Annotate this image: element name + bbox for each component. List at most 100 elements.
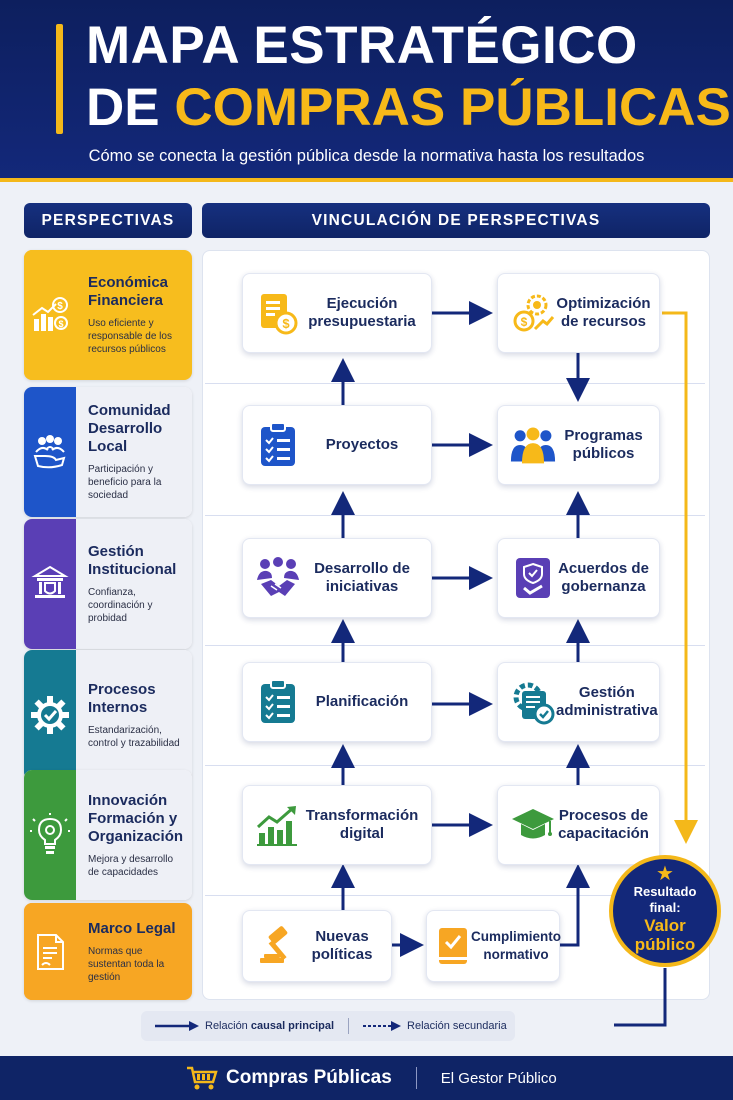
legend-secundaria-label: Relación secundaria [407,1020,507,1032]
legend: Relación causal principal Relación secun… [141,1011,515,1041]
node-desarrollo-iniciativas: Desarrollo de iniciativas [242,538,432,618]
perspective-card-comunidad: Comunidad Desarrollo Local Participación… [24,387,192,517]
footer-separator [415,1067,417,1089]
node-label: Transformación digital [305,807,419,842]
legal-document-icon [24,903,76,1000]
lightbulb-icon [24,770,76,900]
node-optimizacion-recursos: $ Optimización de recursos [497,273,660,353]
perspective-desc: Normas que sustentan toda la gestión [88,945,165,983]
node-label: Cumplimiento normativo [471,929,561,962]
perspective-title: Económica Financiera [88,274,169,309]
node-procesos-capacitacion: Procesos de capacitación [497,785,660,865]
footer-brand: Compras Públicas [226,1067,392,1088]
star-icon: ★ [656,863,674,885]
institution-building-icon [24,519,76,649]
node-cumplimiento-normativo: Cumplimiento normativo [426,910,561,982]
node-label: Acuerdos de gobernanza [558,560,649,595]
dashed-arrow-icon [363,1021,402,1031]
clipboard-plan-icon [255,679,301,725]
handshake-people-icon [255,555,301,601]
clipboard-checklist-icon [255,422,301,468]
node-planificacion: Planificación [242,662,432,742]
perspective-desc: Mejora y desarrollo de capacidades [88,853,174,878]
community-hands-icon [24,387,76,517]
svg-text:$: $ [521,315,528,329]
node-label: Nuevas políticas [311,928,373,963]
gavel-icon [255,923,301,969]
node-label: Desarrollo de iniciativas [314,560,410,595]
node-label: Planificación [315,693,409,710]
legend-principal: Relación causal principal [155,1020,334,1032]
node-transformacion-digital: Transformación digital [242,785,432,865]
perspective-desc: Participación y beneficio para la socied… [88,464,162,501]
result-valor-publico: ★ Resultado final: Valor público [609,855,721,967]
perspective-title: Marco Legal [88,919,176,937]
legend-separator [348,1018,350,1034]
svg-text:$: $ [58,319,63,329]
perspective-title: Procesos Internos [88,680,156,716]
shopping-cart-icon [186,1065,218,1091]
node-programas-publicos: Programas públicos [497,405,660,485]
legend-principal-prefix: Relación [205,1020,248,1032]
node-label: Procesos de capacitación [558,807,649,842]
result-line3: Valor [644,916,686,935]
node-label: Optimización de recursos [556,295,651,330]
perspective-title: Comunidad Desarrollo Local [88,402,171,455]
title-highlight: COMPRAS PÚBLICAS [174,78,731,137]
result-line2: final: [649,900,681,915]
row-divider [205,765,705,766]
node-label: Proyectos [325,436,399,453]
title-prefix: DE [86,78,160,137]
header: MAPA ESTRATÉGICO DE COMPRAS PÚBLICAS Cóm… [0,0,733,178]
node-label: Ejecución presupuestaria [308,295,416,330]
svg-text:$: $ [57,301,63,312]
linkage-header: VINCULACIÓN DE PERSPECTIVAS [202,203,710,238]
footer: Compras Públicas El Gestor Público [0,1056,733,1100]
growth-chart-icon [255,802,301,848]
page-title-line1: MAPA ESTRATÉGICO [86,16,638,75]
result-line4: público [634,935,696,954]
header-divider [0,178,733,182]
gear-document-icon [510,679,556,725]
header-accent-bar [56,24,63,134]
node-proyectos: Proyectos [242,405,432,485]
perspective-title: Innovación Formación y Organización [88,791,184,845]
shield-agreement-icon [510,555,556,601]
node-acuerdos-gobernanza: Acuerdos de gobernanza [497,538,660,618]
result-line1: Resultado [633,884,697,899]
perspective-desc: Estandarización, control y trazabilidad [88,724,180,749]
legend-secundaria: Relación secundaria [363,1020,507,1032]
perspective-desc: Uso eficiente y responsable de los recur… [88,318,172,355]
perspective-card-innovacion: Innovación Formación y Organización Mejo… [24,770,192,900]
footer-author: El Gestor Público [440,1069,557,1087]
row-divider [205,515,705,516]
perspective-card-gestion: Gestión Institucional Confianza, coordin… [24,519,192,649]
perspectives-header: PERSPECTIVAS [24,203,192,238]
row-divider [205,895,705,896]
node-nuevas-politicas: Nuevas políticas [242,910,392,982]
page-title-line2: DE COMPRAS PÚBLICAS [86,76,731,140]
people-group-icon [510,422,556,468]
perspective-desc: Confianza, coordinación y probidad [88,587,153,624]
page-subtitle: Cómo se conecta la gestión pública desde… [88,147,645,165]
perspective-card-procesos: Procesos Internos Estandarización, contr… [24,650,192,780]
node-label: Gestión administrativa [556,684,658,719]
row-divider [205,383,705,384]
perspective-card-economica: $ $ Económica Financiera Uso eficiente y… [24,250,192,380]
node-gestion-administrativa: Gestión administrativa [497,662,660,742]
graduation-cap-icon [510,802,556,848]
gear-check-icon [24,650,76,780]
svg-text:$: $ [282,316,290,331]
node-ejecucion-presupuestaria: $ Ejecución presupuestaria [242,273,432,353]
coins-chart-icon: $ $ [24,250,76,380]
node-label: Programas públicos [564,427,643,462]
perspective-title: Gestión Institucional [88,543,177,578]
coins-gear-icon: $ [510,290,556,336]
budget-document-icon: $ [255,290,301,336]
law-book-icon [435,923,471,969]
solid-arrow-icon [155,1021,199,1031]
perspective-card-marco-legal: Marco Legal Normas que sustentan toda la… [24,903,192,1000]
row-divider [205,645,705,646]
legend-principal-bold: causal principal [250,1020,335,1032]
